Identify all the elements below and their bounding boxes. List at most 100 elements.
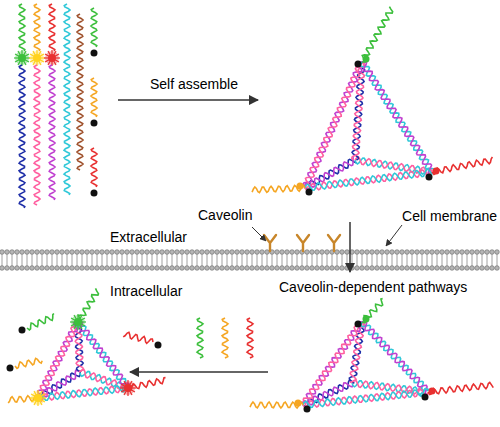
lipid-head xyxy=(180,250,185,255)
lipid-head xyxy=(240,250,245,255)
lipid-tail xyxy=(82,254,83,266)
lipid-tail xyxy=(382,254,383,266)
quencher-strand xyxy=(15,358,42,368)
lipid-tail xyxy=(412,254,413,266)
lipid-tail xyxy=(107,254,108,266)
quencher-strand xyxy=(123,332,153,343)
lipid-tail xyxy=(147,254,148,266)
lipid-head xyxy=(420,250,425,255)
lipid-tail xyxy=(202,254,203,266)
fluorophore-glow xyxy=(29,50,45,66)
lipid-head xyxy=(55,250,60,255)
lipid-tail xyxy=(182,254,183,266)
lipid-head xyxy=(225,250,230,255)
lipid-head xyxy=(135,266,140,271)
lipid-head xyxy=(255,266,260,271)
lipid-head xyxy=(170,266,175,271)
lipid-tail xyxy=(297,254,298,266)
lipid-head xyxy=(165,250,170,255)
lipid-tail xyxy=(67,254,68,266)
lipid-tail xyxy=(417,254,418,266)
duplex-strand xyxy=(35,322,80,396)
lipid-head xyxy=(145,266,150,271)
lipid-head xyxy=(35,250,40,255)
lipid-tail xyxy=(292,254,293,266)
lipid-head xyxy=(390,250,395,255)
lipid-head xyxy=(60,250,65,255)
lipid-head xyxy=(15,266,20,271)
lipid-head xyxy=(260,266,265,271)
lipid-tail xyxy=(212,254,213,266)
lipid-tail xyxy=(227,254,228,266)
lipid-head xyxy=(230,266,235,271)
lipid-head xyxy=(290,266,295,271)
lipid-head xyxy=(65,250,70,255)
lipid-tail xyxy=(262,254,263,266)
lipid-head xyxy=(250,250,255,255)
lipid-tail xyxy=(307,254,308,266)
lipid-head xyxy=(150,266,155,271)
lipid-head xyxy=(440,266,445,271)
lipid-head xyxy=(40,266,45,271)
quencher-dot xyxy=(155,342,162,349)
dna-strand xyxy=(19,65,25,208)
lipid-head xyxy=(495,250,500,255)
lipid-tail xyxy=(32,254,33,266)
lipid-tail xyxy=(482,254,483,266)
lipid-tail xyxy=(222,254,223,266)
lipid-head xyxy=(40,250,45,255)
lipid-head xyxy=(130,266,135,271)
lipid-tail xyxy=(242,254,243,266)
lipid-head xyxy=(385,250,390,255)
lipid-tail xyxy=(207,254,208,266)
lipid-head xyxy=(400,266,405,271)
dna-strand xyxy=(64,4,70,195)
lipid-head xyxy=(355,250,360,255)
lipid-head xyxy=(355,266,360,271)
lipid-head xyxy=(440,250,445,255)
lipid-tail xyxy=(437,254,438,266)
quencher-dot xyxy=(7,365,14,372)
lipid-head xyxy=(270,266,275,271)
lipid-head xyxy=(145,250,150,255)
dna-strand xyxy=(77,14,83,170)
lipid-tail xyxy=(237,254,238,266)
duplex-strand xyxy=(362,62,432,174)
lipid-head xyxy=(50,266,55,271)
caveolin-symbol xyxy=(264,235,276,251)
lipid-head xyxy=(335,250,340,255)
duplex-strand xyxy=(303,322,363,407)
lipid-tail xyxy=(132,254,133,266)
lipid-head xyxy=(5,266,10,271)
lipid-head xyxy=(265,266,270,271)
lipid-tail xyxy=(487,254,488,266)
overhang-strand xyxy=(78,288,98,322)
fluorophore-dot xyxy=(295,400,302,407)
lipid-head xyxy=(240,266,245,271)
assembly-arrow xyxy=(118,99,258,101)
lipid-head xyxy=(315,266,320,271)
lipid-head xyxy=(250,266,255,271)
lipid-tail xyxy=(52,254,53,266)
lipid-head xyxy=(195,250,200,255)
duplex-strand xyxy=(77,322,129,388)
lipid-tail xyxy=(12,254,13,266)
lipid-head xyxy=(340,266,345,271)
lipid-head xyxy=(395,266,400,271)
text-label: Self assemble xyxy=(150,76,238,92)
lipid-tail xyxy=(122,254,123,266)
text-label: Cell membrane xyxy=(402,208,497,224)
lipid-head xyxy=(470,266,475,271)
lipid-head xyxy=(425,250,430,255)
lipid-head xyxy=(340,250,345,255)
lipid-head xyxy=(410,266,415,271)
lipid-head xyxy=(455,266,460,271)
lipid-head xyxy=(100,266,105,271)
lipid-head xyxy=(205,250,210,255)
lipid-head xyxy=(445,266,450,271)
lipid-head xyxy=(175,266,180,271)
lipid-head xyxy=(0,250,4,255)
lipid-head xyxy=(125,250,130,255)
lipid-head xyxy=(115,266,120,271)
lipid-tail xyxy=(497,254,498,266)
